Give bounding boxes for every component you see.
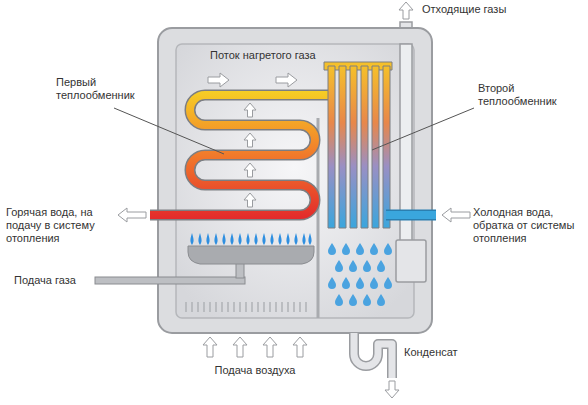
hot-water-arrow: [118, 208, 146, 222]
callout-label-box: Подача газа: [14, 274, 94, 287]
callout-label-box: Подача воздуха: [195, 364, 315, 377]
callout-label: Горячая вода, на подачу в систему отопле…: [6, 206, 116, 246]
callout-label: Подача воздуха: [195, 364, 315, 377]
condensate-trap: [354, 333, 392, 378]
callout-label: Подача газа: [14, 274, 94, 287]
callout-label-box: Конденсат: [404, 346, 494, 359]
flue-pipe: [400, 22, 412, 262]
callout-label: Отходящие газы: [422, 3, 532, 16]
condensate-arrow: [385, 381, 399, 398]
callout-label: Поток нагретого газа: [210, 49, 342, 62]
callout-label: Первый теплообменник: [56, 76, 148, 102]
flue-collector: [396, 240, 426, 282]
callout-label-box: Отходящие газы: [422, 3, 532, 16]
first-heat-exchanger: [150, 95, 328, 215]
callout-label-box: Холодная вода, обратка от системы отопле…: [473, 206, 585, 246]
air-grille: [186, 302, 306, 312]
callout-label-box: Поток нагретого газа: [210, 49, 342, 62]
cold-pipe-outline: [386, 210, 436, 221]
air-arrows: [203, 337, 307, 357]
condensate-drops: [328, 243, 392, 306]
second-heat-exchanger: [328, 66, 390, 228]
trap-outline: [354, 333, 392, 378]
burner: [188, 246, 314, 264]
gas-flow-arrows: [208, 73, 297, 87]
burner-flames: [190, 233, 311, 245]
rising-gas-arrows: [244, 103, 256, 207]
callout-label: Холодная вода, обратка от системы отопле…: [473, 206, 585, 246]
leader-line: [114, 108, 224, 154]
callout-label: Конденсат: [404, 346, 494, 359]
callout-label-box: Второй теплообменник: [478, 82, 582, 108]
cold-water-pipe: [386, 211, 436, 219]
callout-label-box: Первый теплообменник: [56, 76, 148, 102]
callout-label-box: Горячая вода, на подачу в систему отопле…: [6, 206, 116, 246]
flue-arrow: [399, 2, 413, 19]
gas-pipe: [95, 277, 245, 284]
leader-line: [372, 108, 474, 150]
callout-label: Второй теплообменник: [478, 82, 582, 108]
cold-water-arrow: [442, 208, 470, 222]
coil-outline: [150, 95, 328, 215]
